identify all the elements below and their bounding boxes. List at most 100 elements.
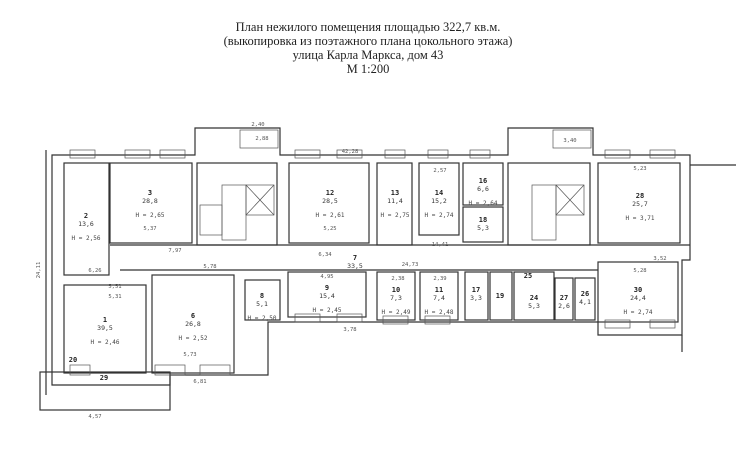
room-label-27: 272,6 — [558, 294, 570, 310]
room-height: Н = 2,50 — [248, 315, 277, 322]
room-area: 25,7 — [632, 200, 648, 208]
room-area: 28,5 — [322, 197, 338, 205]
room-label-29: 29 — [100, 374, 108, 382]
room-number: 30 — [634, 286, 642, 294]
room-area: 7,4 — [433, 294, 445, 302]
room-height: Н = 2,74 — [425, 212, 454, 219]
room-height: Н = 2,46 — [91, 339, 120, 346]
room-label-24: 245,3 — [528, 294, 540, 310]
dimension-label: 2,38 — [391, 276, 404, 282]
room-height: Н = 2,64 — [469, 200, 498, 207]
room-number: 2 — [84, 212, 88, 220]
room-label-2: 213,6 Н = 2,56 — [72, 212, 101, 242]
room-number: 12 — [326, 189, 334, 197]
room-area: 4,1 — [579, 298, 591, 306]
room-number: 28 — [636, 192, 644, 200]
room-area: 33,5 — [347, 262, 363, 270]
room-number: 19 — [496, 292, 504, 300]
room-label-1: 139,5 Н = 2,46 — [91, 316, 120, 346]
room-area: 28,8 — [142, 197, 158, 205]
title-scale: М 1:200 — [346, 62, 390, 76]
room-height: Н = 2,49 — [382, 309, 411, 316]
room-label-7: 733,5 — [347, 254, 363, 270]
room-label-6: 626,8 Н = 2,52 — [179, 312, 208, 342]
dimension-label: 5,25 — [323, 226, 336, 232]
room-area: 39,5 — [97, 324, 113, 332]
room-area: 2,6 — [558, 302, 570, 310]
room-label-19: 19 — [496, 292, 504, 300]
title-line-1: План нежилого помещения площадью 322,7 к… — [235, 20, 501, 34]
room-height: Н = 2,56 — [72, 235, 101, 242]
dimension-label: 5,23 — [633, 166, 646, 172]
room-height: Н = 2,75 — [381, 212, 410, 219]
dimension-label: 6,81 — [193, 379, 206, 385]
room-label-17: 173,3 — [470, 286, 482, 302]
dimension-label: 2,57 — [433, 168, 446, 174]
dimension-label: 5,31 — [108, 294, 121, 300]
room-label-18: 185,3 — [477, 216, 489, 232]
room-area: 15,4 — [319, 292, 335, 300]
room-height: Н = 2,65 — [136, 212, 165, 219]
room-area: 13,6 — [78, 220, 94, 228]
room-label-20: 20 — [69, 356, 77, 364]
room-area: 7,3 — [390, 294, 402, 302]
room-label-3: 328,8 Н = 2,65 — [136, 189, 165, 219]
room-label-26: 264,1 — [579, 290, 591, 306]
room-label-11: 117,4 Н = 2,48 — [425, 286, 454, 316]
title-line-2: (выкопировка из поэтажного плана цокольн… — [223, 34, 513, 48]
room-number: 20 — [69, 356, 77, 364]
dimension-label: 5,73 — [183, 352, 196, 358]
room-number: 17 — [472, 286, 480, 294]
room-number: 24 — [530, 294, 538, 302]
room-label-16: 166,6 Н = 2,64 — [469, 177, 498, 207]
dimension-label: 5,37 — [143, 226, 156, 232]
dimension-label: 6,26 — [88, 268, 101, 274]
dimension-label: 24,73 — [402, 262, 419, 268]
dimension-label: 4,95 — [320, 274, 333, 280]
room-number: 7 — [353, 254, 357, 262]
room-number: 16 — [479, 177, 487, 185]
dimension-label: 5,28 — [633, 268, 646, 274]
room-area: 5,1 — [256, 300, 268, 308]
dimension-label: 6,34 — [318, 252, 332, 258]
room-height: Н = 2,48 — [425, 309, 454, 316]
room-label-10: 107,3 Н = 2,49 — [382, 286, 411, 316]
room-area: 5,3 — [477, 224, 489, 232]
room-area: 24,4 — [630, 294, 646, 302]
dimension-label: 7,97 — [168, 248, 181, 254]
plan-title: План нежилого помещения площадью 322,7 к… — [0, 20, 736, 76]
room-label-9: 915,4Н = 2,45 — [313, 284, 342, 314]
room-number: 25 — [524, 272, 532, 280]
dimension-label: 3,40 — [563, 138, 576, 144]
dimension-label: 2,88 — [255, 136, 268, 142]
room-area: 3,3 — [470, 294, 482, 302]
room-number: 3 — [148, 189, 152, 197]
room-number: 6 — [191, 312, 195, 320]
room-area: 11,4 — [387, 197, 403, 205]
room-number: 10 — [392, 286, 400, 294]
dimension-label: 42,28 — [342, 149, 359, 155]
room-label-25: 25 — [524, 272, 532, 280]
room-height: Н = 3,71 — [626, 215, 655, 222]
room-number: 18 — [479, 216, 487, 224]
room-area: 26,8 — [185, 320, 201, 328]
walls — [39, 127, 736, 411]
room-number: 26 — [581, 290, 589, 298]
room-height: Н = 2,52 — [179, 335, 208, 342]
room-area: 6,6 — [477, 185, 489, 193]
room-number: 29 — [100, 374, 108, 382]
dimension-label: 5,51 — [108, 284, 121, 290]
dimension-label: 5,78 — [203, 264, 216, 270]
room-number: 27 — [560, 294, 568, 302]
room-number: 9 — [325, 284, 329, 292]
room-number: 8 — [260, 292, 264, 300]
title-line-3: улица Карла Маркса, дом 43 — [292, 48, 444, 62]
room-number: 11 — [435, 286, 443, 294]
room-number: 1 — [103, 316, 107, 324]
